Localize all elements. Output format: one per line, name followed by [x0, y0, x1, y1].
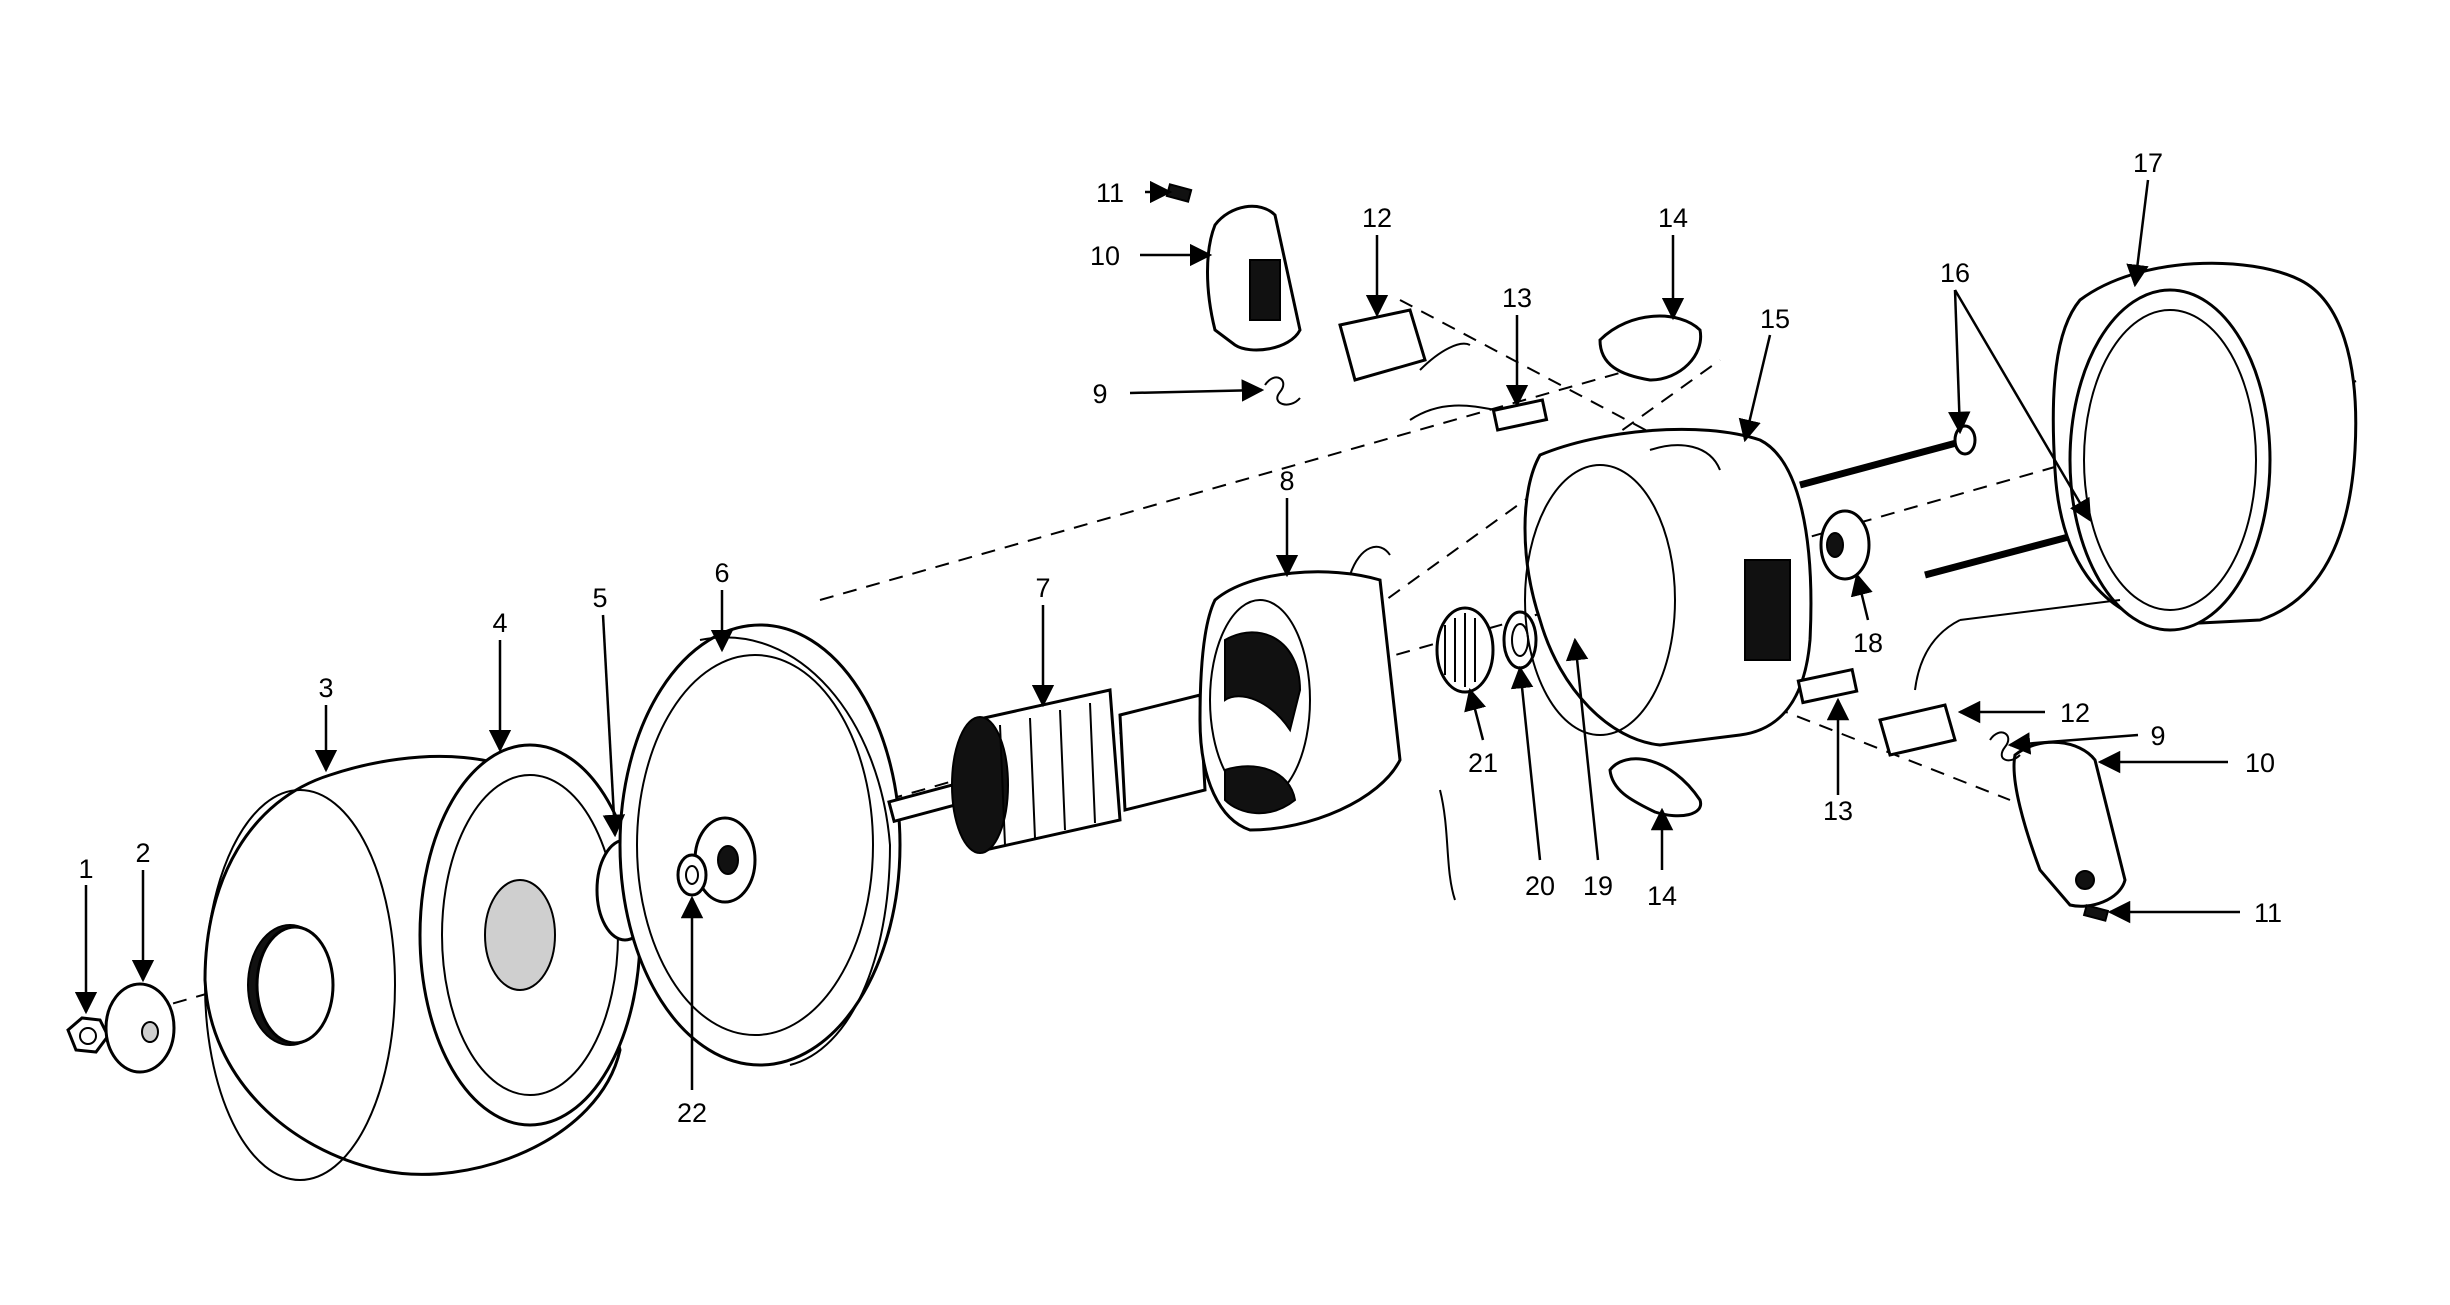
callout-labels: 1 2 3 4 5 6 7 8 9 9 10 10 11 11 12 12 13…	[78, 148, 2282, 1128]
callout-12-top: 12	[1362, 203, 1392, 233]
callout-18: 18	[1853, 628, 1883, 658]
callout-16: 16	[1940, 258, 1970, 288]
callout-21: 21	[1468, 748, 1498, 778]
callout-14-top: 14	[1658, 203, 1688, 233]
callout-leaders	[74, 179, 2240, 1090]
part-10-brush-cover-top	[1206, 204, 1302, 352]
callout-1: 1	[78, 854, 93, 884]
callout-15: 15	[1760, 304, 1790, 334]
callout-2: 2	[135, 838, 150, 868]
part-4-fan-impeller	[418, 743, 642, 1127]
part-13-carbon-brush-right	[1796, 667, 1859, 705]
callout-13-top: 13	[1502, 283, 1532, 313]
part-10-brush-cover-right	[2012, 740, 2127, 908]
callout-8: 8	[1279, 466, 1294, 496]
part-1-nut	[66, 1016, 110, 1054]
callout-12-right: 12	[2060, 698, 2090, 728]
part-14-cap-bottom	[1608, 757, 1703, 818]
part-21-bearing	[1435, 606, 1495, 694]
callout-13-right: 13	[1823, 796, 1853, 826]
part-9-spring-top	[1264, 376, 1301, 406]
callout-9-top: 9	[1092, 379, 1107, 409]
part-18-end-bearing	[1819, 509, 1871, 581]
part-13-carbon-brush-top	[1409, 398, 1549, 432]
callout-11-right: 11	[2254, 898, 2282, 928]
callout-14-bottom: 14	[1647, 881, 1677, 911]
part-11-screw-right	[2082, 904, 2110, 922]
part-8-field-stator	[1198, 545, 1456, 901]
callout-10-top: 10	[1090, 241, 1120, 271]
callout-10-right: 10	[2245, 748, 2275, 778]
callout-19: 19	[1583, 871, 1613, 901]
part-17-outer-shell	[2051, 261, 2358, 632]
part-11-screw-top	[1165, 183, 1193, 203]
callout-4: 4	[492, 608, 507, 638]
part-12-brush-holder-top	[1338, 308, 1471, 382]
part-6-housing-cover	[618, 623, 902, 1067]
callout-22: 22	[677, 1098, 707, 1128]
callout-7: 7	[1035, 573, 1050, 603]
callout-6: 6	[714, 558, 729, 588]
callout-20: 20	[1525, 871, 1555, 901]
part-14-cap-top	[1598, 314, 1703, 382]
part-12-brush-holder-right	[1878, 599, 2121, 757]
part-20-ring	[1502, 610, 1538, 670]
part-9-spring-right	[1989, 731, 2021, 762]
part-15-end-bracket	[1523, 427, 1813, 747]
part-22-bearing	[676, 853, 708, 897]
callout-9-right: 9	[2150, 721, 2165, 751]
callout-11-top: 11	[1096, 178, 1124, 208]
part-2-washer	[104, 982, 176, 1074]
callout-5: 5	[592, 583, 607, 613]
callout-3: 3	[318, 673, 333, 703]
callout-17: 17	[2133, 148, 2163, 178]
